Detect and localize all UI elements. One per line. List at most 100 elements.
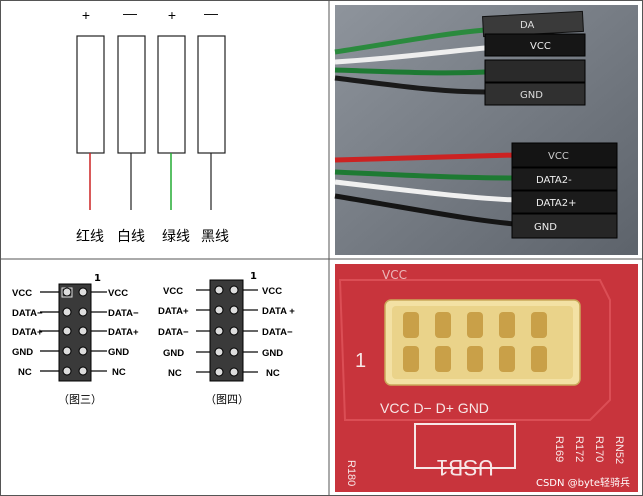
pin [214,305,224,315]
ref-rn52: RN52 [613,436,625,464]
pinout-figure-3: 1 VCC DATA− DATA+ GND NC [12,273,139,406]
pin [62,287,72,297]
lower-connector-1-label: VCC [548,151,569,162]
usb1-silk-box [414,423,516,469]
upper-connector-1-label: DA [520,20,535,31]
upper-connector-2-label: VCC [530,41,551,52]
lower-connector-2-label: DATA2- [536,175,572,186]
pin-label: VCC [262,286,282,297]
pin [78,366,88,376]
usb1-label: USB1 [436,455,493,480]
ref-r172: R172 [573,436,585,462]
lower-wire-white [334,179,516,203]
pinout4-leaders [196,289,258,373]
pin-label: VCC [108,288,128,299]
silk-pin-one: 1 [355,350,366,372]
pin [214,367,224,377]
label-red-wire: 红线 [76,229,104,245]
pin [229,326,239,336]
pin [78,346,88,356]
header-pins [403,312,547,372]
lower-wire-red [334,152,516,163]
pin-box-red [76,35,105,154]
pin-label: DATA+ [158,306,189,317]
pinout4-pin-one: 1 [250,271,257,282]
ref-r169: R169 [553,436,565,462]
pin-label: GND [262,348,283,359]
lower-connector-3-label: DATA2+ [536,198,577,209]
pinout3-leaders [40,291,107,372]
watermark: CSDN @byte轻骑兵 [536,476,630,489]
pin-label: NC [266,368,280,379]
pinout3-pin-one: 1 [94,273,101,284]
pin-label: DATA+ [12,327,43,338]
ref-designators-right: R169 R172 R170 RN52 [553,436,625,464]
pinout-figure-4: 1 VCC DATA+ DATA− GND NC [158,271,295,406]
label-white-wire: 白线 [117,229,145,245]
sign-1: + [82,7,90,23]
ref-r170: R170 [593,436,605,462]
pinout4-pins [214,285,239,377]
upper-connector-4 [484,82,586,106]
pinout3-pins [62,287,88,376]
pin-label: DATA− [12,308,43,319]
lower-connectors: VCC DATA2- DATA2+ GND [511,142,618,239]
pin-label: VCC [12,288,32,299]
pin-label: GND [163,348,184,359]
pin [78,287,88,297]
pcb-trace-outline [338,279,611,421]
sign-2: — [123,5,137,21]
pin [78,326,88,336]
lower-wire-green [334,169,516,181]
pin [214,326,224,336]
pinout3-left-labels: VCC DATA− DATA+ GND NC [12,288,43,378]
upper-wire-green [334,27,486,55]
caption-figure-4: （图四） [205,393,249,406]
pin-label: GND [12,347,33,358]
pin-box-black [197,35,226,154]
ref-r180: R180 [345,460,357,486]
lower-connector-2 [511,167,618,191]
lower-connector-4 [511,213,618,239]
pin-label: DATA− [108,308,139,319]
pin [78,307,88,317]
pin-label: NC [18,367,32,378]
pin-label: DATA− [158,327,189,338]
upper-connectors: DA VCC GND [482,10,586,106]
pin-label: GND [108,347,129,358]
pin [62,326,72,336]
sign-4: — [204,5,218,21]
wire-color-diagram: + — + — 红线 白线 绿线 黑线 [76,5,229,245]
pin [229,305,239,315]
pin [62,366,72,376]
pin-label: DATA + [262,306,295,317]
pin [229,285,239,295]
upper-wire-green-2 [334,67,486,76]
lower-connector-4-label: GND [534,222,557,233]
pin-label: NC [112,367,126,378]
upper-connector-3 [484,59,586,83]
label-black-wire: 黑线 [201,229,229,245]
cable-photo: DA VCC GND VCC DATA2- DATA2+ GND [334,5,638,255]
upper-connector-2 [484,33,586,57]
pin [229,347,239,357]
label-green-wire: 绿线 [162,229,190,245]
pin-label: DATA+ [108,327,139,338]
pinout3-right-labels: VCC DATA− DATA+ GND NC [108,288,139,378]
pin [214,285,224,295]
silk-vcc-top: VCC [382,268,407,282]
sign-3: + [168,7,176,23]
pin-box-green [157,35,186,154]
caption-figure-3: （图三） [58,393,102,406]
pinout4-right-labels: VCC DATA + DATA− GND NC [262,286,295,379]
pin-label: DATA− [262,327,293,338]
lower-connector-1 [511,142,618,168]
lower-wire-black [334,193,516,227]
upper-wire-white [334,45,486,65]
pin-box-white [117,35,146,154]
usb-header [384,299,581,386]
upper-wire-black [334,75,486,95]
upper-connector-4-label: GND [520,90,543,101]
pin [214,347,224,357]
pin [62,307,72,317]
